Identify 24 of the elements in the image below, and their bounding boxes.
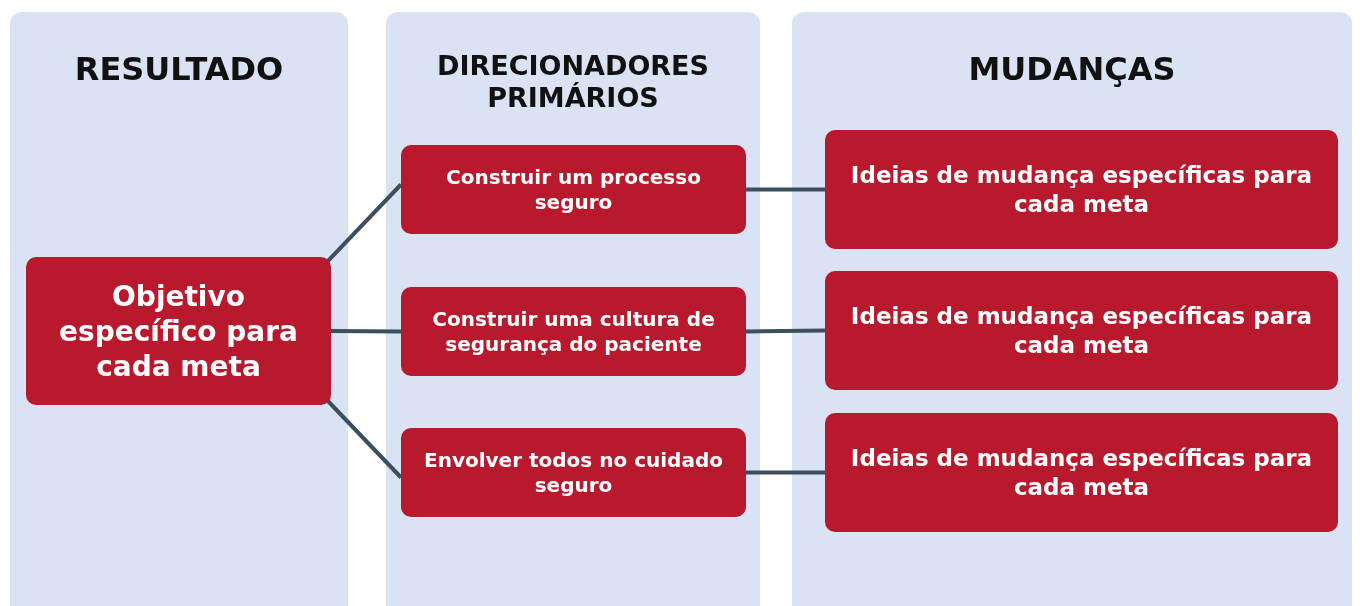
connector-line [746, 470, 825, 475]
column-panel [386, 12, 760, 606]
column-panel [10, 12, 348, 606]
process-box [401, 145, 746, 234]
box-label: Construir uma cultura de segurança do paciente [431, 306, 716, 357]
process-box [26, 257, 331, 405]
connector-line [331, 329, 401, 334]
column-heading: RESULTADO [73, 50, 285, 89]
process-box [825, 413, 1338, 532]
column-panel [792, 12, 1352, 606]
process-box [401, 287, 746, 376]
connector-line [745, 328, 826, 334]
box-label: Ideias de mudança específicas para cada meta [849, 160, 1314, 219]
process-box [825, 130, 1338, 249]
box-label: Envolver todos no cuidado seguro [423, 447, 724, 498]
process-box [825, 271, 1338, 390]
column-heading: DIRECIONADORES PRIMÁRIOS [435, 50, 710, 115]
column-heading: MUDANÇAS [967, 50, 1177, 89]
box-label: Construir um processo seguro [445, 164, 702, 215]
box-label: Ideias de mudança específicas para cada meta [849, 443, 1314, 502]
box-label: Ideias de mudança específicas para cada meta [849, 301, 1314, 360]
connector-line [746, 187, 825, 192]
process-box [401, 428, 746, 517]
box-label: Objetivo específico para cada meta [58, 278, 299, 384]
